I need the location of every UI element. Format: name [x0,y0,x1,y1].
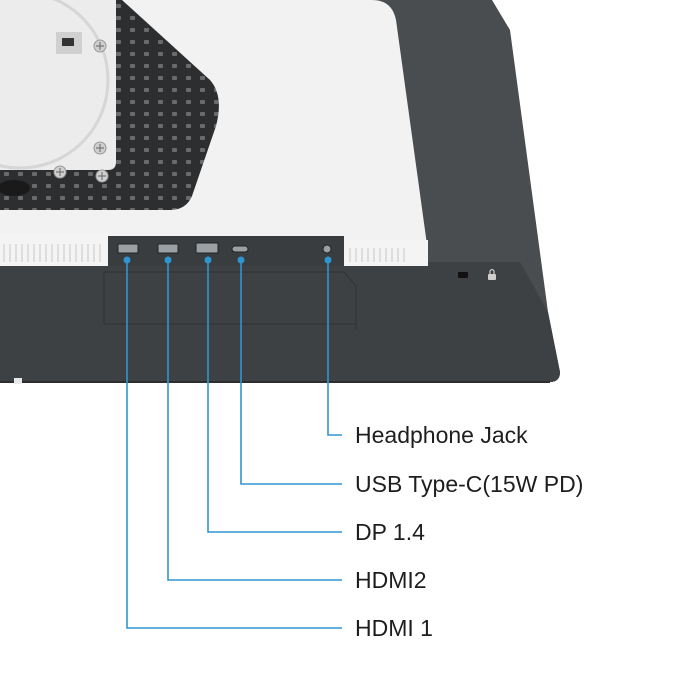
marker-dot [204,256,212,264]
leader-line-hdmi1 [126,260,342,629]
screw-icon [93,39,107,53]
back-panel-lower [0,262,560,382]
leader-line-headphone [327,260,342,436]
hdmi-port-icon [117,243,139,254]
vesa-plate [0,0,116,170]
housing-lip [0,234,110,266]
lip-ridges [3,244,405,262]
label-headphone-jack: Headphone Jack [355,422,528,448]
hdmi-port-icon [157,243,179,254]
stand-knob [0,180,30,196]
leader-line-dp [207,260,342,533]
housing-lip [342,240,428,266]
screw-icon [95,169,109,183]
screw-icon [93,141,107,155]
marker-dot [237,256,245,264]
port-markers [123,256,332,264]
lock-icon [488,268,496,280]
displayport-icon [195,242,219,254]
label-hdmi2: HDMI2 [355,567,427,593]
headphone-jack-port-icon [322,244,332,254]
screw-icon [53,165,67,179]
usb-c-port-icon [231,245,249,253]
label-hdmi1: HDMI 1 [355,615,433,641]
label-dp: DP 1.4 [355,519,425,545]
marker-dot [324,256,332,264]
marker-dot [164,256,172,264]
kensington-lock-slot [458,272,468,278]
port-strip [108,236,344,266]
marker-dot [123,256,131,264]
label-usb-type-c: USB Type-C(15W PD) [355,471,584,497]
leader-line-hdmi2 [167,260,342,581]
leader-line-usbc [240,260,342,485]
leader-lines [126,260,342,629]
vesa-circle [0,0,110,170]
panel-crease [103,271,357,330]
